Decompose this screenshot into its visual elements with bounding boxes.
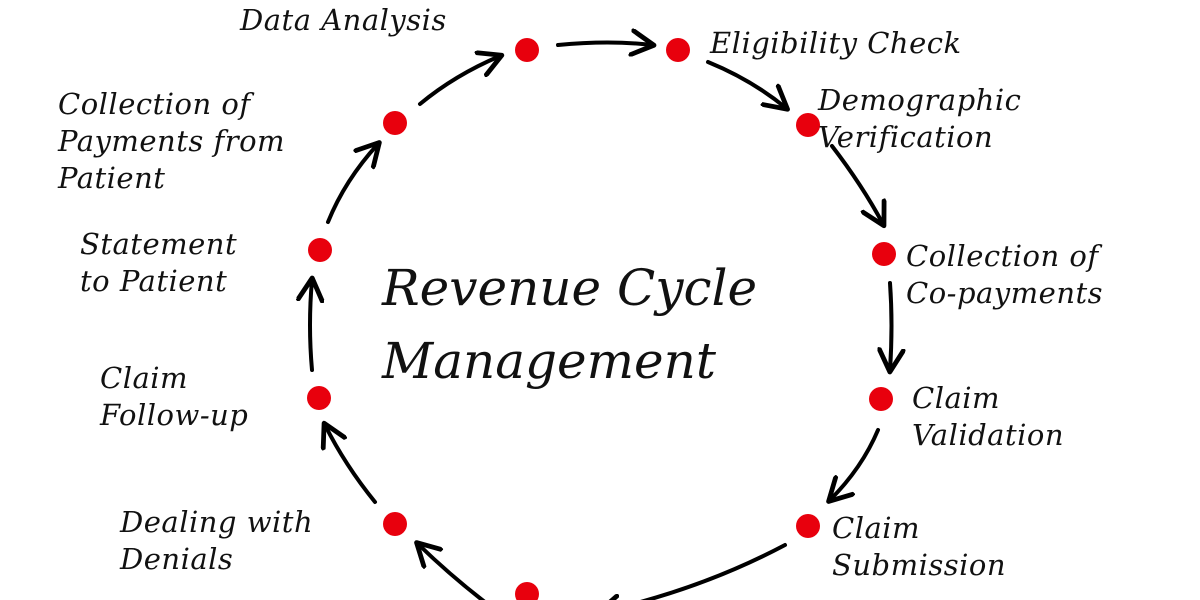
- step-label-line: Dealing with: [119, 505, 313, 539]
- step-label-line: Collection of: [58, 87, 255, 121]
- step-node-eligibility-check: [666, 38, 690, 62]
- step-label-line: Submission: [832, 548, 1006, 582]
- step-label-line: Claim: [832, 511, 920, 545]
- diagram-title-line-1: Revenue Cycle: [381, 259, 757, 317]
- step-label-line: Collection of: [906, 239, 1103, 273]
- step-label-line: Statement: [80, 227, 237, 261]
- step-node-claim-validation: [869, 387, 893, 411]
- step-label-line: Demographic: [817, 83, 1021, 117]
- cycle-arrow-3: [830, 144, 883, 224]
- step-label-line: Data Analysis: [239, 3, 447, 37]
- step-label-line: Claim: [912, 381, 1000, 415]
- step-label-line: Verification: [818, 120, 993, 154]
- step-label-line: Denials: [119, 542, 233, 576]
- step-node-collection-of-payments-from-patient: [383, 111, 407, 135]
- cycle-arrow-9: [310, 280, 312, 372]
- step-node-data-analysis: [515, 38, 539, 62]
- step-label-eligibility-check: Eligibility Check: [709, 26, 962, 60]
- cycle-arrow-10: [326, 144, 378, 224]
- step-node-dealing-with-denials: [383, 512, 407, 536]
- cycle-arrow-1: [556, 43, 652, 46]
- cycle-arrow-4: [890, 281, 892, 370]
- step-label-line: Validation: [912, 418, 1064, 452]
- cycle-arrow-6: [600, 543, 787, 600]
- step-node-claim-submission: [796, 514, 820, 538]
- cycle-arrow-5: [830, 428, 880, 500]
- step-label-line: Payments from: [57, 124, 285, 158]
- step-label-line: Patient: [57, 161, 165, 195]
- cycle-arrow-7: [418, 544, 486, 600]
- step-label-data-analysis: Data Analysis: [239, 3, 447, 37]
- step-node-remittance: [515, 582, 539, 600]
- step-label-line: Follow-up: [99, 398, 248, 432]
- cycle-arrow-8: [325, 425, 377, 504]
- cycle-nodes: [307, 38, 896, 600]
- step-label-line: Claim: [100, 361, 188, 395]
- cycle-arrow-2: [706, 60, 786, 108]
- step-node-collection-of-co-payments: [872, 242, 896, 266]
- step-node-demographic-verification: [796, 113, 820, 137]
- step-label-line: Co-payments: [906, 276, 1103, 310]
- step-node-statement-to-patient: [308, 238, 332, 262]
- cycle-arrow-11: [418, 56, 500, 106]
- diagram-title-line-2: Management: [381, 332, 717, 390]
- step-node-claim-follow-up: [307, 386, 331, 410]
- step-label-line: to Patient: [80, 264, 227, 298]
- cycle-arrows: [310, 43, 892, 600]
- step-label-line: Eligibility Check: [709, 26, 962, 60]
